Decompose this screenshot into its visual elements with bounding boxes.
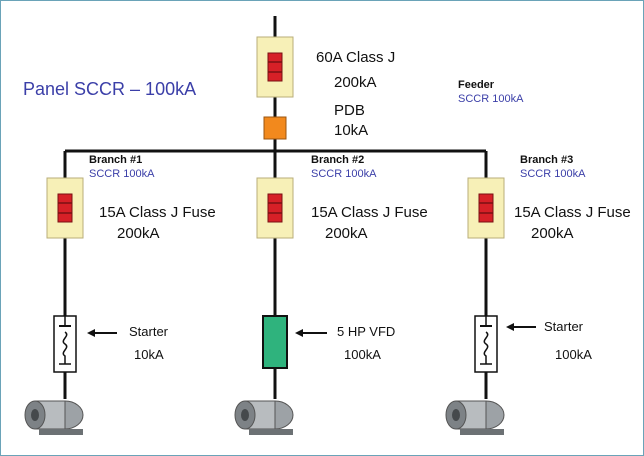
- branch1-fuse-label: 15A Class J Fuse: [99, 204, 216, 221]
- branch2-label: Branch #2: [311, 154, 365, 166]
- branch1-sccr: SCCR 100kA: [89, 168, 155, 180]
- motor-icon: [24, 400, 84, 436]
- branch3-fuse-label: 15A Class J Fuse: [514, 204, 631, 221]
- branch2-fuse-icon: [256, 177, 294, 239]
- main-fuse-icon: [256, 36, 294, 98]
- branch3-device-label: Starter: [544, 319, 584, 334]
- arrow-icon: [506, 323, 536, 331]
- branch2-fuse-label: 15A Class J Fuse: [311, 204, 428, 221]
- branch2-fuse-rating: 200kA: [325, 225, 368, 242]
- main-fuse-label: 60A Class J: [316, 49, 396, 66]
- branch1-device-label: Starter: [129, 324, 169, 339]
- motor-icon: [234, 400, 294, 436]
- branch3-label: Branch #3: [520, 154, 574, 166]
- feeder-sccr: SCCR 100kA: [458, 93, 524, 105]
- branch3-sccr: SCCR 100kA: [520, 168, 586, 180]
- feeder-label: Feeder: [458, 79, 495, 91]
- pdb-icon: [263, 116, 287, 140]
- starter-icon: [474, 315, 498, 373]
- branch3-device-rating: 100kA: [555, 347, 592, 362]
- branch1-fuse-icon: [46, 177, 84, 239]
- pdb-label: PDB: [334, 102, 365, 119]
- branch1-label: Branch #1: [89, 154, 143, 166]
- branch1-fuse-rating: 200kA: [117, 225, 160, 242]
- starter-icon: [53, 315, 77, 373]
- vfd-icon: [262, 315, 288, 369]
- branch3-fuse-rating: 200kA: [531, 225, 574, 242]
- branch2-device-label: 5 HP VFD: [337, 324, 396, 339]
- arrow-icon: [295, 329, 327, 337]
- main-fuse-rating: 200kA: [334, 74, 377, 91]
- motor-icon: [445, 400, 505, 436]
- branch2-device-rating: 100kA: [344, 347, 381, 362]
- pdb-rating: 10kA: [334, 122, 369, 139]
- branch2-sccr: SCCR 100kA: [311, 168, 377, 180]
- branch1-device-rating: 10kA: [134, 347, 164, 362]
- branch3-fuse-icon: [467, 177, 505, 239]
- panel-sccr-title: Panel SCCR – 100kA: [23, 79, 197, 99]
- arrow-icon: [87, 329, 117, 337]
